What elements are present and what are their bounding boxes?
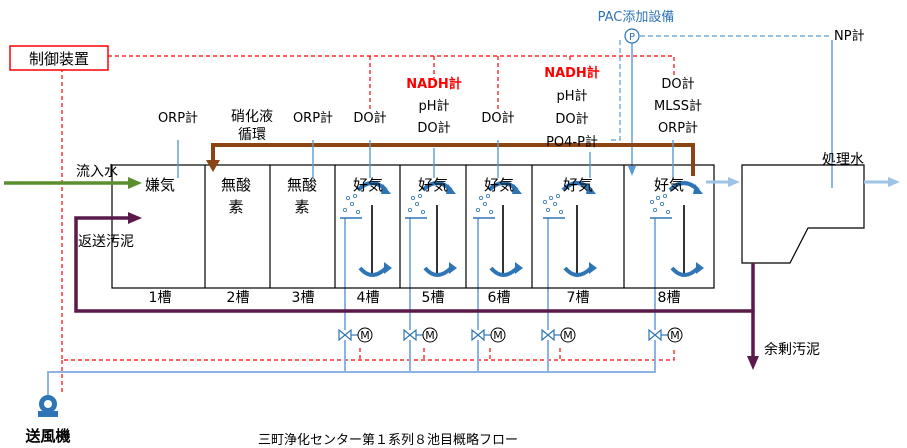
instrument-tank8-orp: ORP計	[658, 120, 698, 136]
aeration-bubbles-6	[473, 193, 495, 219]
tank-type-3b: 素	[294, 198, 309, 216]
control-signal-lines	[61, 55, 675, 394]
valve-icon	[471, 328, 485, 342]
pac-signal-lines	[610, 35, 833, 188]
np-meter-label: NP計	[834, 28, 865, 44]
instrument-tank5-do: DO計	[417, 120, 450, 136]
aeration-bubbles-5	[405, 193, 427, 219]
instrument-tank7-po4p: PO4-P計	[546, 134, 598, 150]
aeration-bubbles-4	[340, 193, 362, 219]
instrument-tank3-orp: ORP計	[293, 110, 333, 126]
sludge-lines: 返送汚泥 余剰汚泥	[74, 212, 820, 370]
blower-label: 送風機	[24, 427, 70, 445]
mixer-8	[668, 181, 704, 277]
influent-flow: 流入水	[4, 164, 142, 189]
motor-group: M M M M M	[351, 327, 683, 343]
instrument-labels: ORP計 ORP計 DO計 NADH計 pH計 DO計 DO計 NADH計 pH…	[158, 65, 702, 150]
recirculation-label-1: 硝化液	[231, 109, 273, 125]
tank-number-7: 7槽	[567, 290, 590, 306]
controller-label: 制御装置	[29, 50, 89, 68]
instrument-tank7-nadh: NADH計	[544, 65, 600, 81]
aeration-internals	[340, 181, 704, 277]
tank-number-1: 1槽	[149, 290, 172, 306]
instrument-tank1-orp: ORP計	[158, 110, 198, 126]
tank-type-2: 無酸	[221, 176, 251, 194]
instrument-tank5-ph: pH計	[418, 98, 449, 114]
mixer-7	[561, 181, 597, 277]
tank-number-6: 6槽	[488, 290, 511, 306]
sensor-probes	[177, 140, 674, 178]
valve-group	[338, 328, 662, 342]
motor-symbol: M	[360, 329, 370, 342]
return-sludge-label: 返送汚泥	[78, 234, 134, 250]
tank-type-2b: 素	[228, 198, 243, 216]
motor-symbol: M	[563, 329, 573, 342]
motor-icon	[560, 327, 576, 343]
instrument-tank6-do: DO計	[481, 110, 514, 126]
pump-symbol: P	[629, 32, 635, 43]
aeration-bubbles-8	[650, 193, 672, 219]
motor-symbol: M	[493, 329, 503, 342]
mixer-4	[356, 181, 392, 277]
final-clarifier	[741, 164, 865, 264]
pump-icon	[624, 28, 640, 44]
aeration-bubbles-7	[543, 193, 565, 219]
motor-symbol: M	[425, 329, 435, 342]
effluent-flow: 処理水	[706, 152, 900, 187]
excess-sludge-label: 余剰汚泥	[764, 341, 820, 358]
instrument-tank8-mlss: MLSS計	[654, 98, 702, 114]
valve-icon	[648, 328, 662, 342]
blower-icon	[38, 395, 58, 417]
tank-number-8: 8槽	[658, 290, 681, 306]
recirculation-line	[206, 143, 695, 176]
tank-type-1: 嫌気	[145, 176, 175, 194]
instrument-tank7-ph: pH計	[556, 88, 587, 104]
treated-water-label: 処理水	[822, 152, 864, 168]
figure-caption: 三町浄化センター第１系列８池目概略フロー	[258, 432, 518, 448]
motor-icon	[357, 327, 373, 343]
tank-number-5: 5槽	[422, 290, 445, 306]
recirculation-label-2: 循環	[238, 127, 266, 143]
tank-type-7: 好気	[563, 176, 593, 194]
motor-icon	[422, 327, 438, 343]
instrument-tank8-do: DO計	[661, 76, 694, 92]
tank-number-4: 4槽	[357, 290, 380, 306]
reactor-tanks	[111, 164, 715, 289]
valve-icon	[541, 328, 555, 342]
instrument-tank7-do: DO計	[555, 111, 588, 127]
tank-type-labels: 嫌気 無酸 素 無酸 素 好気 好気 好気 好気 好気	[145, 176, 684, 216]
motor-symbol: M	[670, 329, 680, 342]
motor-icon	[667, 327, 683, 343]
motor-icon	[490, 327, 506, 343]
valve-icon	[403, 328, 417, 342]
instrument-tank4-do: DO計	[353, 110, 386, 126]
pac-equipment: PAC添加設備 P	[598, 9, 675, 44]
tank-type-4: 好気	[353, 176, 383, 194]
blower: 送風機	[24, 395, 71, 445]
tank-number-3: 3槽	[292, 290, 315, 306]
mixer-6	[487, 181, 523, 277]
mixer-5	[421, 181, 457, 277]
tank-type-3: 無酸	[287, 176, 317, 194]
tank-number-labels: 1槽 2槽 3槽 4槽 5槽 6槽 7槽 8槽	[149, 290, 681, 306]
controller-box: 制御装置	[9, 45, 109, 71]
tank-number-2: 2槽	[227, 290, 250, 306]
tank-type-6: 好気	[484, 176, 514, 194]
tank-type-8: 好気	[654, 176, 684, 194]
tank-type-5: 好気	[418, 176, 448, 194]
air-pipe-network	[47, 218, 656, 395]
valve-icon	[338, 328, 352, 342]
influent-label: 流入水	[76, 164, 118, 180]
pac-label: PAC添加設備	[598, 9, 675, 25]
instrument-tank5-nadh: NADH計	[406, 76, 462, 92]
